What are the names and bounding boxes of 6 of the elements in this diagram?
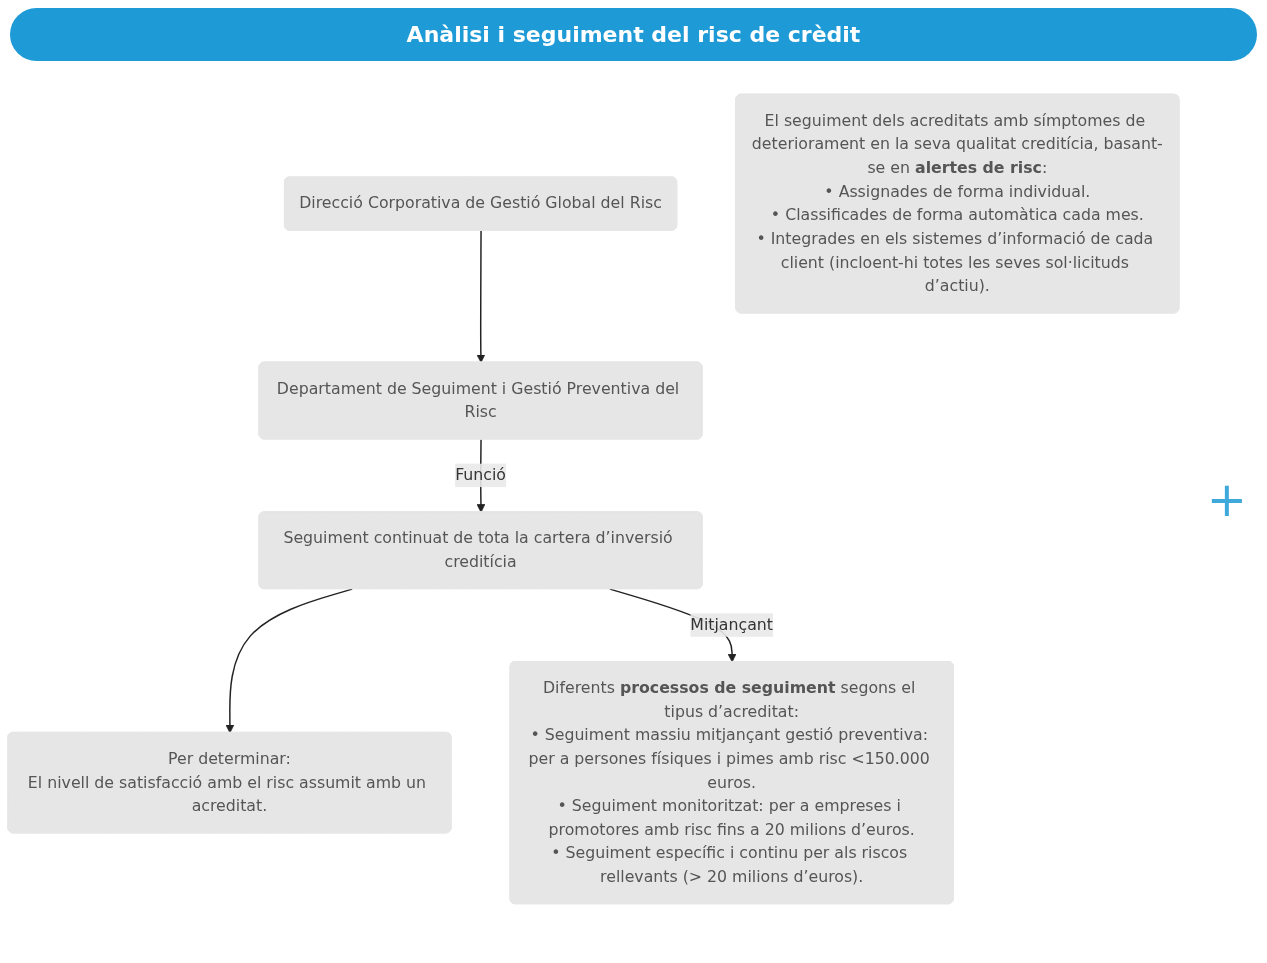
edge-label: Funció [455, 465, 506, 485]
arrow [225, 588, 353, 734]
plus-sign: + [1206, 471, 1247, 527]
edge-label: Mitjançant [690, 615, 773, 634]
arrow [476, 229, 486, 363]
title-banner: Anàlisi i seguiment del risc de crèdit [10, 8, 1257, 61]
